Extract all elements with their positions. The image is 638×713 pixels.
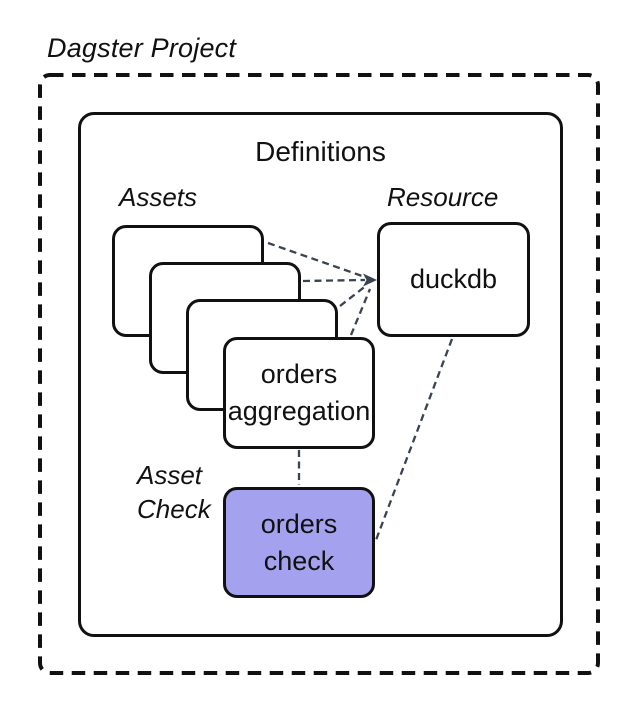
orders-aggregation-label-line1: orders <box>260 359 338 389</box>
definitions-label: Definitions <box>255 136 386 167</box>
duckdb-label: duckdb <box>409 264 498 294</box>
asset-check-section-label: Asset Check <box>137 458 211 526</box>
duckdb-resource-node: duckdb <box>377 222 530 337</box>
asset-check-label-line1: Asset <box>137 460 203 490</box>
diagram-title: Dagster Project <box>47 33 237 63</box>
orders-aggregation-label-line2: aggregation <box>227 396 371 426</box>
resource-section-label: Resource <box>387 182 499 212</box>
orders-check-node: orders check <box>223 487 375 598</box>
orders-check-label-line1: orders <box>260 508 338 539</box>
assets-section-label: Assets <box>119 182 198 212</box>
asset-card-orders-aggregation: orders aggregation <box>223 337 375 449</box>
orders-check-label-line2: check <box>263 545 335 576</box>
asset-check-label-line2: Check <box>137 494 211 524</box>
